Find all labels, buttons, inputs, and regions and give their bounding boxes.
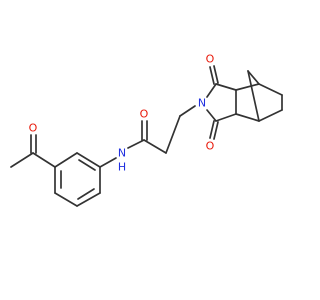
- chain-bond: [165, 115, 181, 154]
- amide-hydrogen-label: H: [118, 161, 126, 174]
- ring-bond: [54, 152, 78, 168]
- imide-ring-bond: [206, 83, 217, 98]
- benzene-ring: [54, 152, 101, 207]
- imide-double-bond: [213, 121, 219, 140]
- drawing-background: [0, 0, 300, 300]
- imide-double-bond: [209, 120, 215, 139]
- acetyl-bond: [32, 152, 56, 168]
- acetyl-group: O: [10, 122, 56, 168]
- imide-ring-bond: [215, 83, 237, 91]
- structure-canvas: O O N H N O O: [0, 0, 300, 300]
- bicyclic-bond: [258, 83, 283, 96]
- bicyclic-bond: [235, 113, 260, 122]
- bicyclic-bond: [258, 109, 283, 122]
- molecule-drawing: O O N H N O O: [0, 0, 300, 300]
- ring-double-bond: [77, 188, 95, 200]
- methyl-bond: [10, 152, 34, 168]
- amide-oxygen-label: O: [140, 108, 149, 121]
- imide-double-bond: [209, 66, 215, 85]
- imide-double-bond: [213, 65, 219, 84]
- alkyl-chain: [165, 105, 196, 154]
- ring-double-bond: [78, 159, 96, 171]
- imide-ring: N O O: [198, 53, 237, 153]
- imide-nitrogen-label: N: [198, 97, 206, 110]
- amide-chain-bond: [143, 139, 167, 154]
- amide-group: O N H: [99, 108, 167, 174]
- nitrogen-carbonyl-bond: [127, 139, 145, 149]
- chain-to-nitrogen-bond: [179, 105, 196, 117]
- bridge-bond: [247, 70, 260, 122]
- imide-top-oxygen-label: O: [206, 53, 215, 66]
- norbornane-ring: [235, 70, 283, 122]
- imide-ring-bond: [215, 113, 237, 122]
- acetyl-oxygen-label: O: [29, 122, 38, 135]
- amide-nitrogen-label: N: [118, 147, 126, 160]
- imide-bottom-oxygen-label: O: [206, 140, 215, 153]
- ring-bond: [76, 152, 101, 168]
- ring-bond: [76, 192, 101, 207]
- aryl-nitrogen-bond: [99, 157, 117, 168]
- bridge-bond: [247, 70, 260, 85]
- imide-ring-bond: [206, 109, 217, 122]
- bicyclic-bond: [235, 83, 260, 91]
- ring-bond: [54, 192, 78, 207]
